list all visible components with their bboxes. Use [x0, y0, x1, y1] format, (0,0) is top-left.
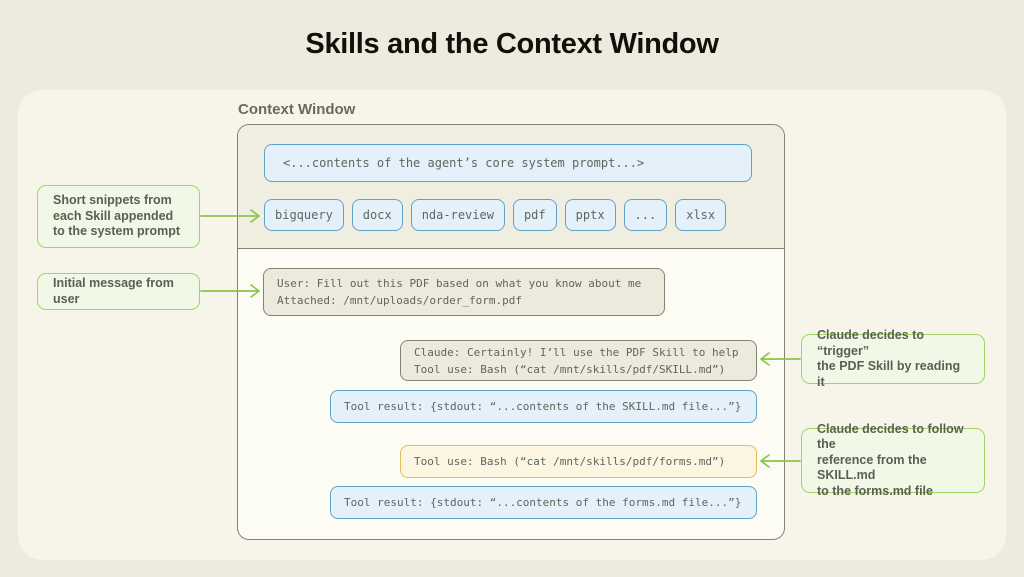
skill-chip-xlsx: xlsx — [675, 199, 727, 231]
skill-chip-docx: docx — [351, 199, 403, 231]
skills-chips-row: bigquery docx nda-review pdf pptx ... xl… — [264, 199, 727, 231]
skill-chip-pdf: pdf — [512, 199, 557, 231]
skill-chip-pptx: pptx — [564, 199, 616, 231]
callout-initial-message: Initial message from user — [37, 273, 200, 310]
system-prompt-box: <...contents of the agent’s core system … — [264, 144, 752, 182]
user-message-box: User: Fill out this PDF based on what yo… — [263, 268, 665, 316]
callout-follow-reference: Claude decides to follow the reference f… — [801, 422, 985, 498]
tool-result-skillmd-box: Tool result: {stdout: “...contents of th… — [330, 390, 757, 423]
tool-use-formsmd-box: Tool use: Bash (“cat /mnt/skills/pdf/for… — [400, 445, 757, 478]
context-window-label: Context Window — [238, 101, 356, 118]
callout-trigger-skill: Claude decides to “trigger” the PDF Skil… — [801, 328, 985, 389]
skill-chip-nda-review: nda-review — [410, 199, 505, 231]
tool-result-formsmd-box: Tool result: {stdout: “...contents of th… — [330, 486, 757, 519]
claude-message-box: Claude: Certainly! I’ll use the PDF Skil… — [400, 340, 757, 381]
callout-short-snippets: Short snippets from each Skill appended … — [37, 185, 200, 248]
page-title: Skills and the Context Window — [305, 28, 719, 60]
skill-chip-bigquery: bigquery — [264, 199, 344, 231]
skill-chip-ellipsis: ... — [623, 199, 668, 231]
